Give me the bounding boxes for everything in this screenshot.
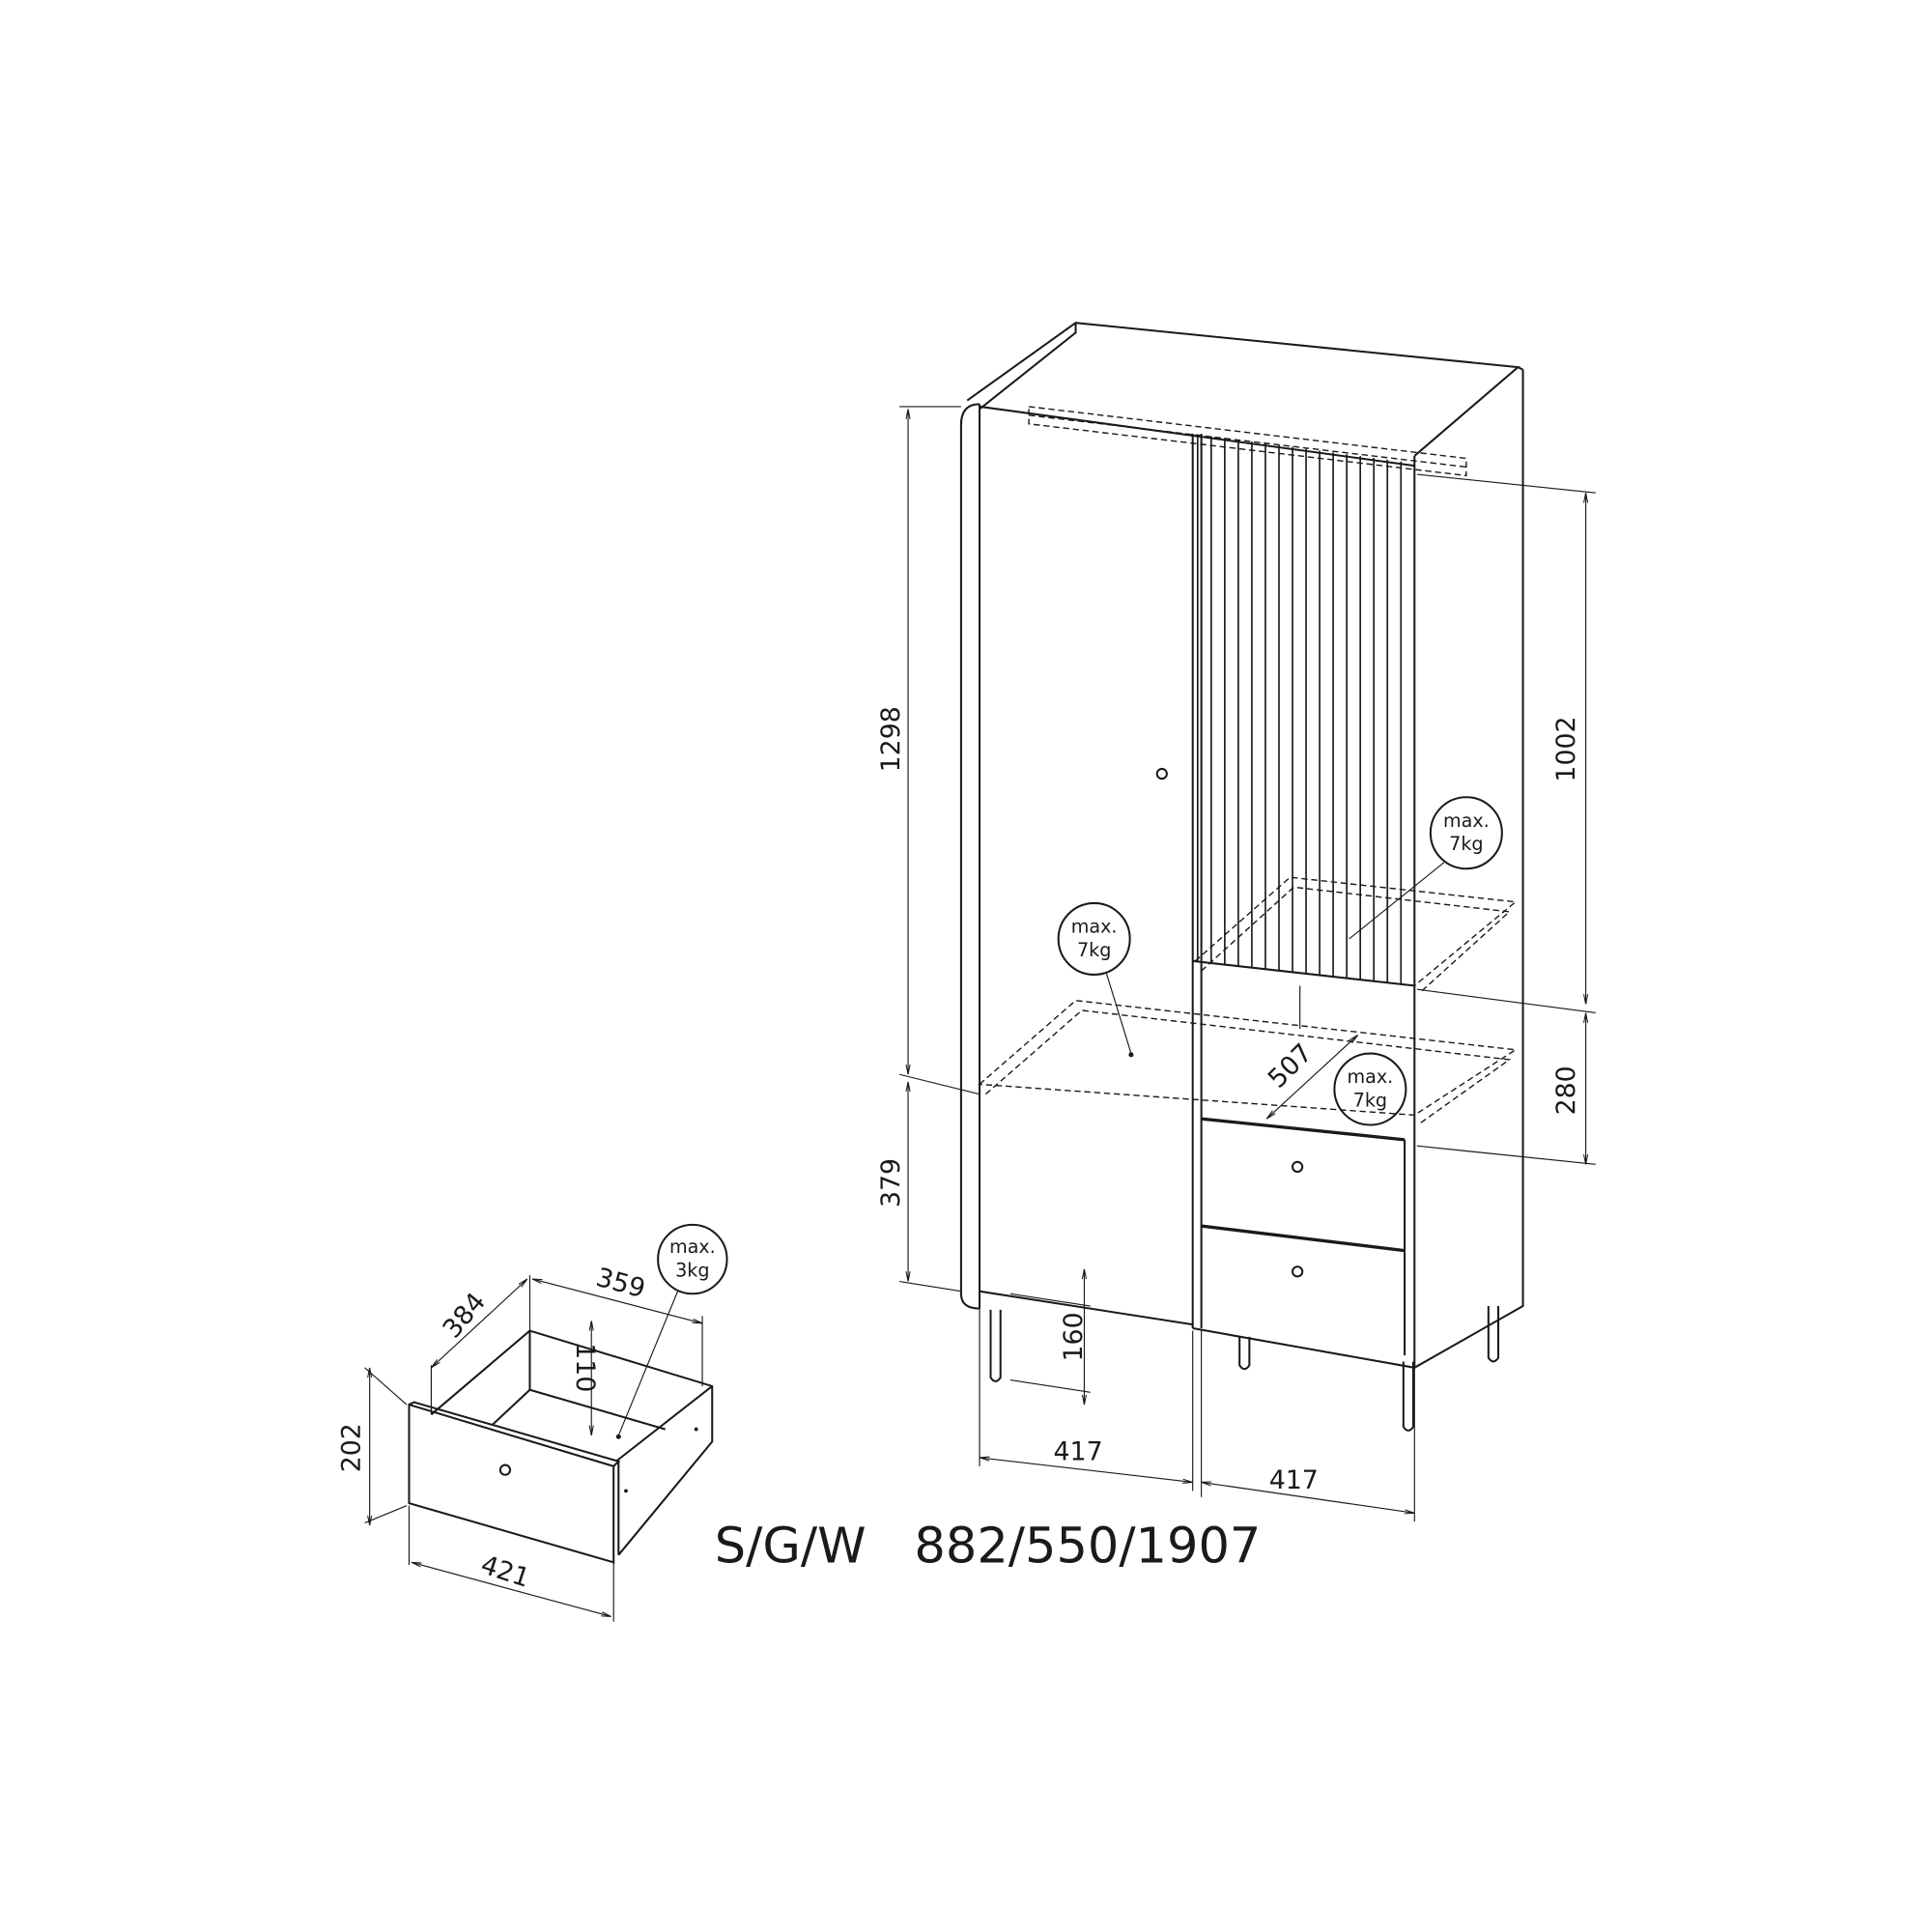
load-badge: max. 7kg xyxy=(1057,901,1134,1058)
dim-lower-height: 379 xyxy=(876,1158,906,1208)
dimension-lines xyxy=(898,406,1596,1522)
dim-right-lower-height: 280 xyxy=(1551,1065,1581,1115)
svg-text:3kg: 3kg xyxy=(675,1259,709,1281)
slatted-door xyxy=(1196,434,1403,984)
dim-left-width: 417 xyxy=(1054,1436,1103,1466)
dim-drawer-height: 202 xyxy=(336,1423,366,1472)
drawer-1 xyxy=(1201,1117,1406,1142)
leg xyxy=(1402,1361,1415,1432)
center-divider xyxy=(1191,433,1203,1328)
leg xyxy=(989,1309,1002,1382)
dim-leg-height: 160 xyxy=(1059,1312,1089,1361)
load-badge: max. 7kg xyxy=(1349,796,1503,940)
svg-text:7kg: 7kg xyxy=(1353,1089,1387,1111)
dim-drawer-inner-width: 359 xyxy=(593,1263,648,1304)
dim-upper-height: 1298 xyxy=(876,706,906,772)
left-door-knob xyxy=(1155,767,1168,781)
right-shelf xyxy=(1193,876,1518,994)
wardrobe xyxy=(959,322,1524,1432)
left-shelf xyxy=(978,999,1518,1124)
model-code: S/G/W xyxy=(715,1518,867,1575)
wardrobe-left-frame xyxy=(959,403,981,1310)
dim-drawer-width: 421 xyxy=(477,1549,533,1593)
load-badge: max. 7kg xyxy=(1333,1052,1407,1126)
bottom-front-edge xyxy=(1192,1326,1415,1369)
svg-text:7kg: 7kg xyxy=(1449,833,1483,855)
load-badge: max. 3kg xyxy=(615,1223,728,1439)
dim-right-width: 417 xyxy=(1269,1465,1319,1495)
drawer-2-knob xyxy=(1291,1265,1304,1278)
svg-text:max.: max. xyxy=(1347,1065,1393,1088)
overall-dimensions: 882/550/1907 xyxy=(914,1518,1261,1575)
dim-drawer-inner-height: 110 xyxy=(570,1343,600,1392)
svg-text:max.: max. xyxy=(669,1236,716,1258)
drawer-1-knob xyxy=(1291,1160,1304,1174)
hanging-rail xyxy=(1028,406,1467,477)
dim-shelf-depth: 507 xyxy=(1263,1038,1319,1094)
leg xyxy=(1487,1306,1500,1363)
drawer-detail xyxy=(364,1275,714,1622)
wardrobe-right-side xyxy=(1413,369,1524,1369)
wardrobe-top xyxy=(966,322,1523,457)
svg-text:max.: max. xyxy=(1443,810,1490,832)
drawer-1-bottom xyxy=(1201,1224,1406,1253)
legs xyxy=(989,1306,1500,1432)
svg-text:max.: max. xyxy=(1071,916,1118,938)
dim-right-upper-height: 1002 xyxy=(1551,716,1581,781)
dim-drawer-depth: 384 xyxy=(437,1287,492,1344)
svg-text:7kg: 7kg xyxy=(1077,939,1111,961)
leg xyxy=(1238,1336,1251,1371)
